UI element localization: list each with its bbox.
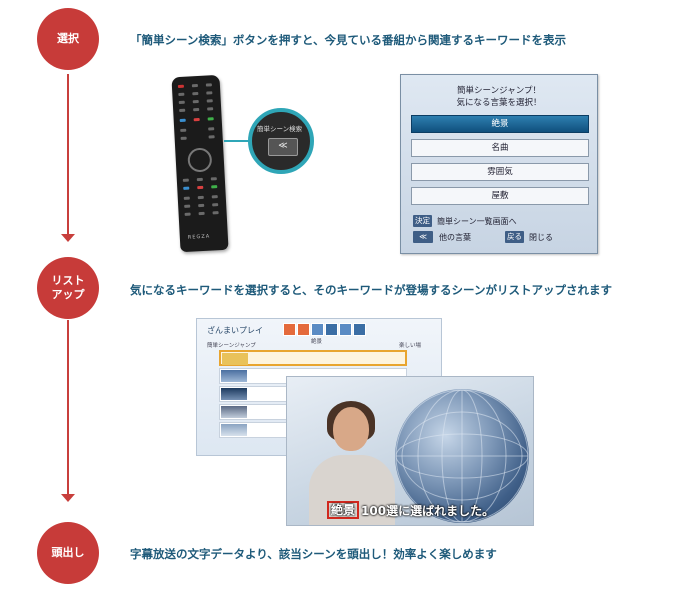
step-circle-select: 選択 — [37, 8, 99, 70]
remote-callout-zoom: 簡単シーン検索 ≪ — [248, 108, 314, 174]
list-subtitle: 簡単シーンジャンプ — [207, 343, 256, 349]
decide-key-badge: 決定 — [413, 215, 432, 227]
remote-brand-logo: REGZA — [187, 233, 211, 241]
category-icon[interactable] — [339, 323, 352, 336]
category-icon[interactable] — [283, 323, 296, 336]
tv-scene-frame: 絶景 100選に選ばれました。 — [286, 376, 534, 526]
callout-label: 簡単シーン検索 — [257, 125, 303, 133]
back-key-text: 閉じる — [529, 233, 553, 242]
back-key-badge: 戻る — [505, 231, 524, 243]
keyword-option[interactable]: 名曲 — [411, 139, 589, 157]
star-icon[interactable] — [325, 323, 338, 336]
dialog-title-line1: 簡単シーンジャンプ！ — [457, 86, 541, 96]
decide-key-text: 簡単シーン一覧画面へ — [437, 217, 517, 226]
list-right-label: 楽しい場 — [399, 343, 422, 349]
keyword-option[interactable]: 雰囲気 — [411, 163, 589, 181]
globe-grid-lines — [395, 389, 529, 523]
remote-control-image: REGZA — [171, 74, 229, 253]
list-screen-title: ざんまいプレイ — [207, 326, 263, 335]
caption-keyword: 絶景 — [327, 501, 360, 519]
keyword-option-selected[interactable]: 絶景 — [411, 115, 589, 133]
dialog-title-line2: 気になる言葉を選択！ — [456, 98, 542, 108]
flow-arrow-2 — [61, 494, 75, 502]
subtitle-caption: 絶景 100選に選ばれました。 — [327, 501, 494, 519]
table-row[interactable] — [219, 350, 407, 366]
scene-search-button[interactable]: ≪ — [268, 138, 298, 156]
caption-text: 100選に選ばれました。 — [361, 503, 495, 518]
keyword-option[interactable]: 屋敷 — [411, 187, 589, 205]
flow-arrow-1 — [61, 234, 75, 242]
step-circle-listup: リスト アップ — [37, 257, 99, 319]
power-button-icon — [177, 84, 185, 89]
category-icon[interactable] — [353, 323, 366, 336]
step-text-cue: 字幕放送の文字データより、該当シーンを頭出し！効率よく楽しめます — [130, 547, 497, 561]
step-text-select: 「簡単シーン検索」ボタンを押すと、今見ている番組から関連するキーワードを表示 — [130, 33, 566, 47]
list-keyword-label: 絶景 — [311, 339, 323, 345]
step-circle-cue: 頭出し — [37, 522, 99, 584]
category-icon-bar — [283, 323, 367, 342]
scene-jump-dialog: 簡単シーンジャンプ！ 気になる言葉を選択！ 絶景 名曲 雰囲気 屋敷 決定 簡単… — [400, 74, 598, 254]
other-words-key-icon: ≪ — [413, 231, 433, 243]
category-icon[interactable] — [297, 323, 310, 336]
flow-line-2 — [67, 320, 69, 496]
flow-line-1 — [67, 74, 69, 236]
dpad-icon — [187, 147, 213, 173]
step-text-listup: 気になるキーワードを選択すると、そのキーワードが登場するシーンがリストアップされ… — [130, 283, 612, 297]
category-icon[interactable] — [311, 323, 324, 336]
callout-connector — [224, 140, 250, 142]
other-words-text: 他の言葉 — [439, 233, 471, 242]
presenter-image — [309, 455, 395, 525]
